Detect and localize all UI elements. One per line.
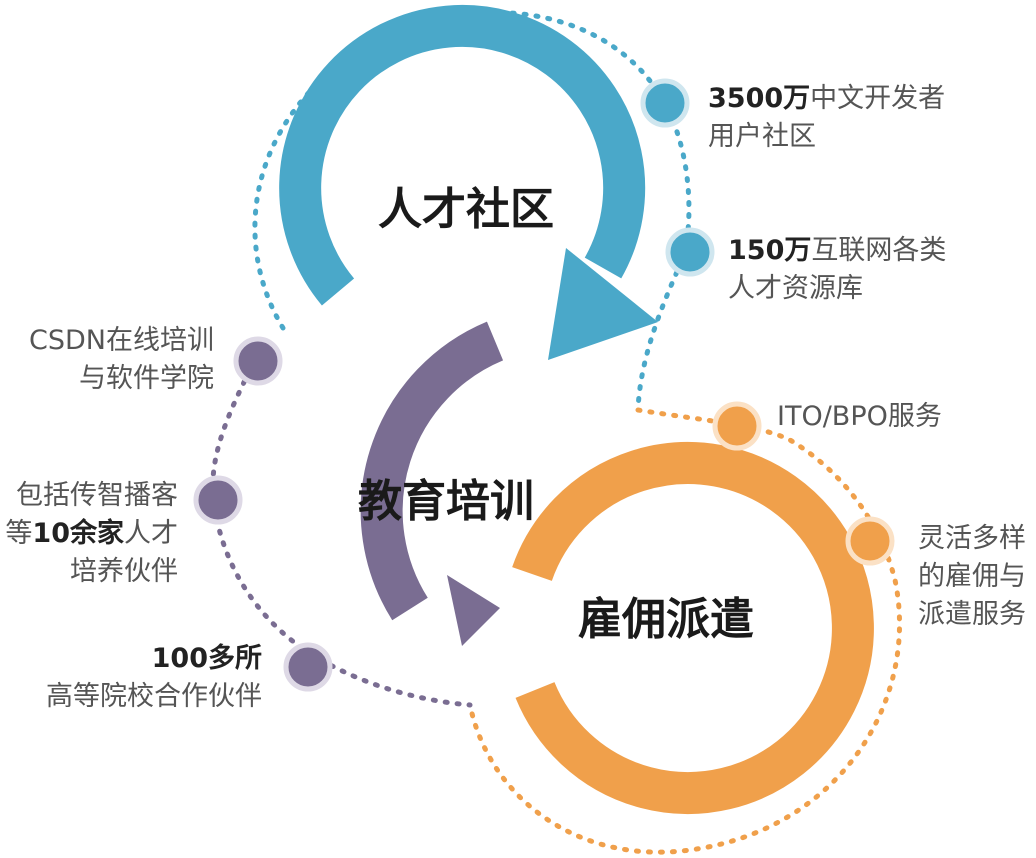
- purple-label-3-line2: 高等院校合作伙伴: [46, 681, 262, 712]
- orange-label-2-line1: 灵活多样: [918, 523, 1026, 554]
- purple-label-3-number: 100多所: [151, 643, 262, 674]
- blue-label-2-number: 150万: [728, 235, 812, 266]
- blue-label-1-text: 中文开发者: [810, 83, 946, 114]
- purple-label-2-line1: 包括传智播客: [16, 480, 178, 511]
- center-title-talent: 人才社区: [378, 184, 554, 235]
- purple-arrow-head: [447, 575, 500, 646]
- blue-label-1-number: 3500万: [708, 83, 811, 114]
- purple-label-2: 包括传智播客 等10余家人才 培养伙伴: [5, 477, 178, 591]
- orange-label-2-line2: 的雇佣与: [918, 561, 1026, 592]
- purple-dotted-ring: [210, 357, 473, 708]
- purple-cycle-arc: [360, 321, 504, 621]
- purple-label-2-line3: 培养伙伴: [70, 556, 178, 587]
- orange-dotted-ring: [467, 407, 902, 855]
- purple-label-2-pre: 等: [5, 518, 33, 549]
- blue-arrow-head: [548, 248, 658, 360]
- blue-label-1-line2: 用户社区: [708, 121, 816, 152]
- blue-label-2: 150万互联网各类 人才资源库: [728, 232, 946, 308]
- purple-node-2: [193, 475, 243, 525]
- orange-label-1: ITO/BPO服务: [777, 401, 942, 432]
- purple-label-1: CSDN在线培训 与软件学院: [29, 322, 214, 398]
- purple-node-3: [283, 642, 333, 692]
- purple-label-1-line1: CSDN在线培训: [29, 325, 214, 356]
- orange-node-1: [712, 401, 762, 451]
- orange-cycle-arc: [512, 442, 874, 814]
- blue-label-2-text: 互联网各类: [811, 235, 947, 266]
- blue-label-2-line2: 人才资源库: [728, 273, 863, 304]
- blue-label-1: 3500万中文开发者 用户社区: [708, 80, 945, 156]
- center-title-employment: 雇佣派遣: [578, 594, 754, 645]
- orange-node-2: [845, 516, 895, 566]
- blue-dotted-ring: [252, 10, 692, 413]
- purple-label-2-post: 人才: [124, 518, 178, 549]
- purple-label-1-line2: 与软件学院: [79, 363, 214, 394]
- purple-label-3: 100多所 高等院校合作伙伴: [46, 640, 262, 716]
- blue-node-1: [640, 78, 690, 128]
- purple-label-2-number: 10余家: [32, 518, 124, 549]
- orange-label-2-line3: 派遣服务: [918, 599, 1026, 630]
- blue-cycle-arc: [279, 4, 646, 306]
- center-title-education: 教育培训: [358, 476, 534, 527]
- orange-label-2: 灵活多样 的雇佣与 派遣服务: [918, 520, 1026, 634]
- blue-node-2: [665, 227, 715, 277]
- purple-node-1: [233, 336, 283, 386]
